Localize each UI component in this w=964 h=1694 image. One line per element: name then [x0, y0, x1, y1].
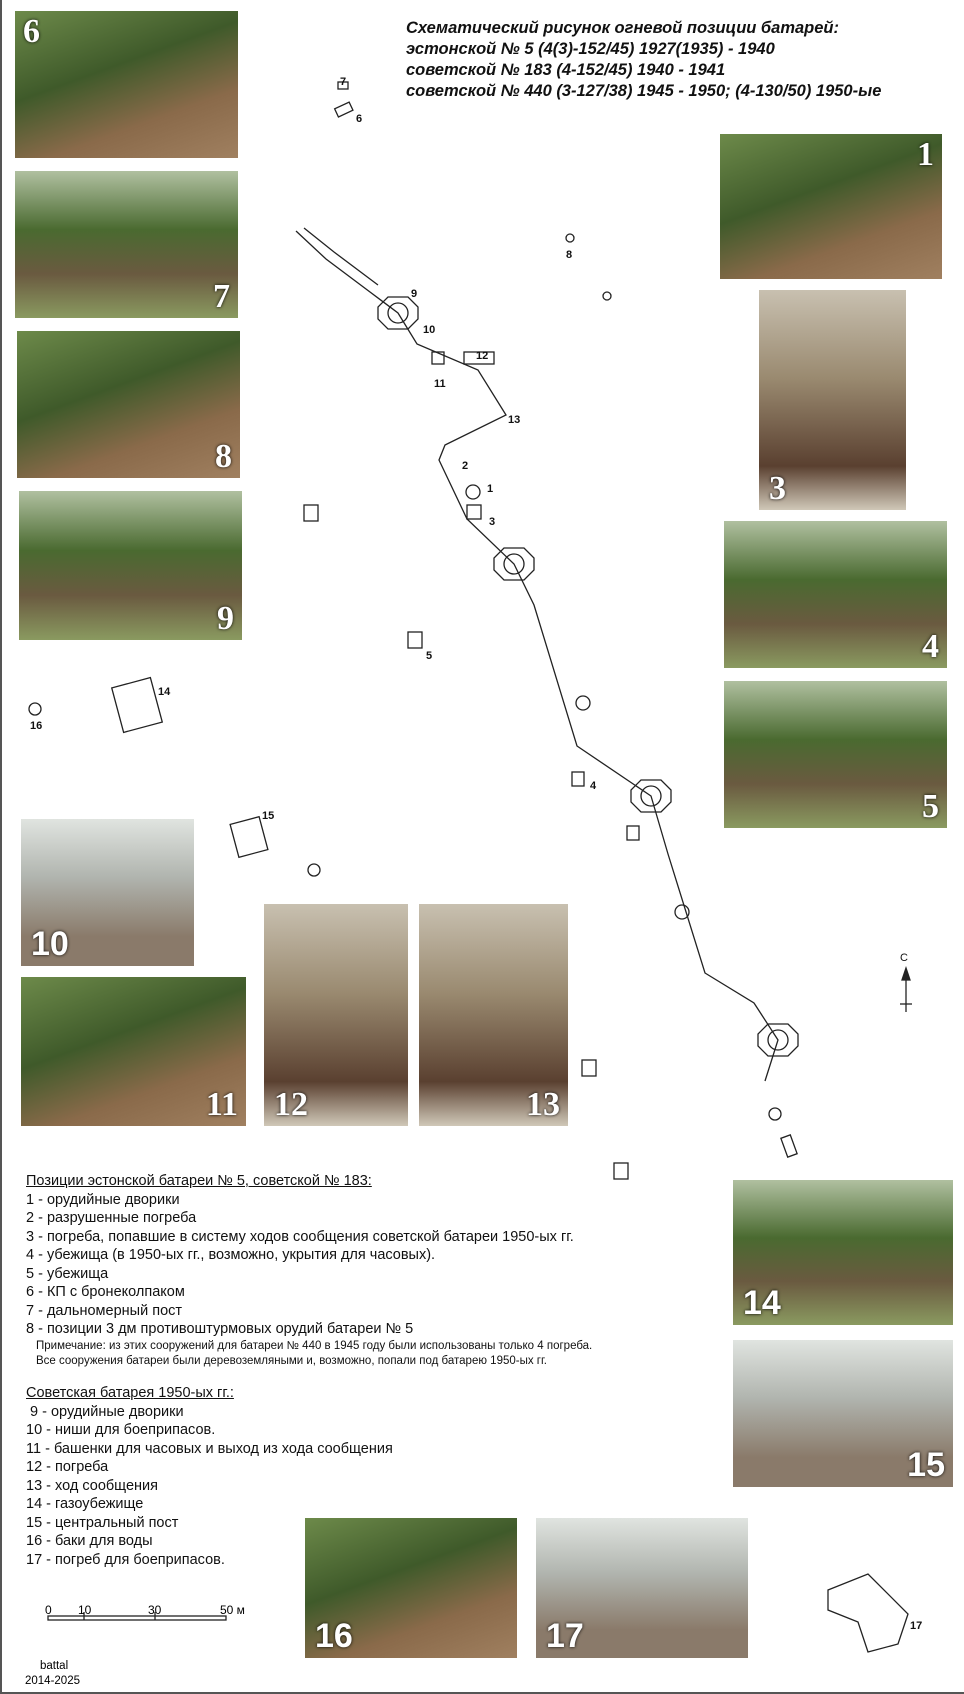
legend-item: 4 - убежища (в 1950-ых гг., возможно, ук…	[26, 1247, 436, 1263]
photo-16: 16	[305, 1518, 517, 1658]
gun-yard-9b	[493, 547, 535, 581]
photo-number: 13	[526, 1086, 560, 1123]
scale-bar	[47, 1612, 227, 1621]
legend-soviet-battery: Советская батарея 1950-ых гг.: 9 - оруди…	[26, 1384, 393, 1569]
photo-4: 4	[724, 521, 947, 668]
legend-item: 9 - орудийные дворики	[26, 1403, 184, 1420]
photo-14: 14	[733, 1180, 953, 1325]
legend-item: 8 - позиции 3 дм противоштурмовых орудий…	[26, 1321, 414, 1337]
legend-item: 6 - КП с бронеколпаком	[26, 1284, 185, 1300]
legend-heading: Советская батарея 1950-ых гг.:	[26, 1385, 234, 1401]
photo-10: 10	[21, 819, 194, 966]
title-line: Схематический рисунок огневой позиции ба…	[406, 19, 840, 37]
legend-item: 16 - баки для воды	[26, 1533, 153, 1549]
photo-number: 8	[215, 438, 232, 475]
legend-item: 17 - погреб для боеприпасов.	[26, 1551, 225, 1568]
map-label: 16	[30, 720, 43, 732]
title-line: советской № 440 (3-127/38) 1945 - 1950; …	[406, 82, 882, 100]
photo-number: 1	[917, 136, 934, 173]
photo-12: 12	[264, 904, 408, 1126]
legend-heading: Позиции эстонской батареи № 5, советской…	[26, 1173, 372, 1189]
map-label: 9	[411, 288, 418, 300]
scale-tick: 10	[78, 1603, 92, 1617]
legend-item: 14 - газоубежище	[26, 1496, 144, 1512]
map-label: 10	[423, 324, 436, 336]
photo-number: 11	[205, 1086, 238, 1123]
legend-estonian-battery: Позиции эстонской батареи № 5, советской…	[26, 1172, 592, 1369]
title-line: советской № 183 (4-152/45) 1940 - 1941	[406, 61, 726, 79]
photo-number: 10	[31, 925, 69, 963]
photo-1: 1	[720, 134, 942, 279]
scale-tick: 0	[45, 1603, 52, 1617]
map-label: 14	[158, 686, 171, 698]
map-label: 2	[462, 460, 469, 472]
scale-tick: 50 м	[220, 1603, 245, 1617]
years: 2014-2025	[25, 1675, 80, 1687]
photo-number: 6	[23, 13, 40, 50]
map-label: 11	[434, 378, 446, 390]
legend-item: 3 - погреба, попавшие в систему ходов со…	[26, 1228, 574, 1245]
legend-item: 10 - ниши для боеприпасов.	[26, 1422, 216, 1438]
legend-note: Все сооружения батареи были деревоземлян…	[36, 1354, 547, 1367]
photo-6: 6	[15, 11, 238, 158]
author: battal	[40, 1660, 69, 1672]
legend-item: 12 - погреба	[26, 1459, 109, 1475]
photo-number: 4	[922, 628, 939, 665]
compass-north: С	[900, 952, 908, 964]
photo-number: 7	[213, 278, 230, 315]
gun-yard-9a	[377, 296, 419, 330]
photo-number: 5	[922, 788, 939, 825]
photo-3: 3	[759, 290, 906, 510]
legend-item: 15 - центральный пост	[26, 1514, 179, 1531]
photo-number: 12	[274, 1086, 308, 1123]
legend-item: 1 - орудийные дворики	[26, 1191, 180, 1208]
legend-item: 7 - дальномерный пост	[26, 1302, 183, 1319]
page-title: Схематический рисунок огневой позиции ба…	[406, 18, 881, 102]
map-label: 15	[262, 810, 275, 822]
photo-11: 11	[21, 977, 246, 1126]
legend-item: 11 - башенки для часовых и выход из хода…	[26, 1440, 393, 1457]
legend-item: 5 - убежища	[26, 1265, 109, 1282]
map-label: 12	[476, 350, 489, 362]
gun-yard-9c	[630, 779, 672, 813]
map-label: 17	[910, 1620, 923, 1632]
map-label: 5	[426, 650, 433, 662]
photo-8: 8	[17, 331, 240, 478]
map-label: 3	[489, 516, 496, 528]
map-label: 7	[340, 76, 347, 88]
map-label: 8	[566, 249, 573, 261]
map-label: 13	[508, 414, 521, 426]
photo-number: 16	[315, 1617, 353, 1655]
photo-number: 3	[769, 470, 786, 507]
photo-17: 17	[536, 1518, 748, 1658]
scale-tick: 30	[148, 1603, 162, 1617]
map-label: 4	[590, 780, 597, 792]
legend-note: Примечание: из этих сооружений для батар…	[36, 1339, 593, 1352]
photo-13: 13	[419, 904, 568, 1126]
title-line: эстонской № 5 (4(3)-152/45) 1927(1935) -…	[406, 40, 775, 58]
photo-number: 14	[743, 1284, 781, 1322]
legend-item: 13 - ход сообщения	[26, 1477, 158, 1494]
photo-number: 9	[217, 600, 234, 637]
map-label: 6	[356, 113, 363, 125]
photo-5: 5	[724, 681, 947, 828]
photo-9: 9	[19, 491, 242, 640]
photo-15: 15	[733, 1340, 953, 1487]
legend-item: 2 - разрушенные погреба	[26, 1210, 197, 1226]
map-label: 1	[487, 483, 494, 495]
photo-number: 15	[907, 1446, 945, 1484]
photo-7: 7	[15, 171, 238, 318]
gun-yard-9d	[757, 1023, 799, 1057]
photo-number: 17	[546, 1617, 584, 1655]
